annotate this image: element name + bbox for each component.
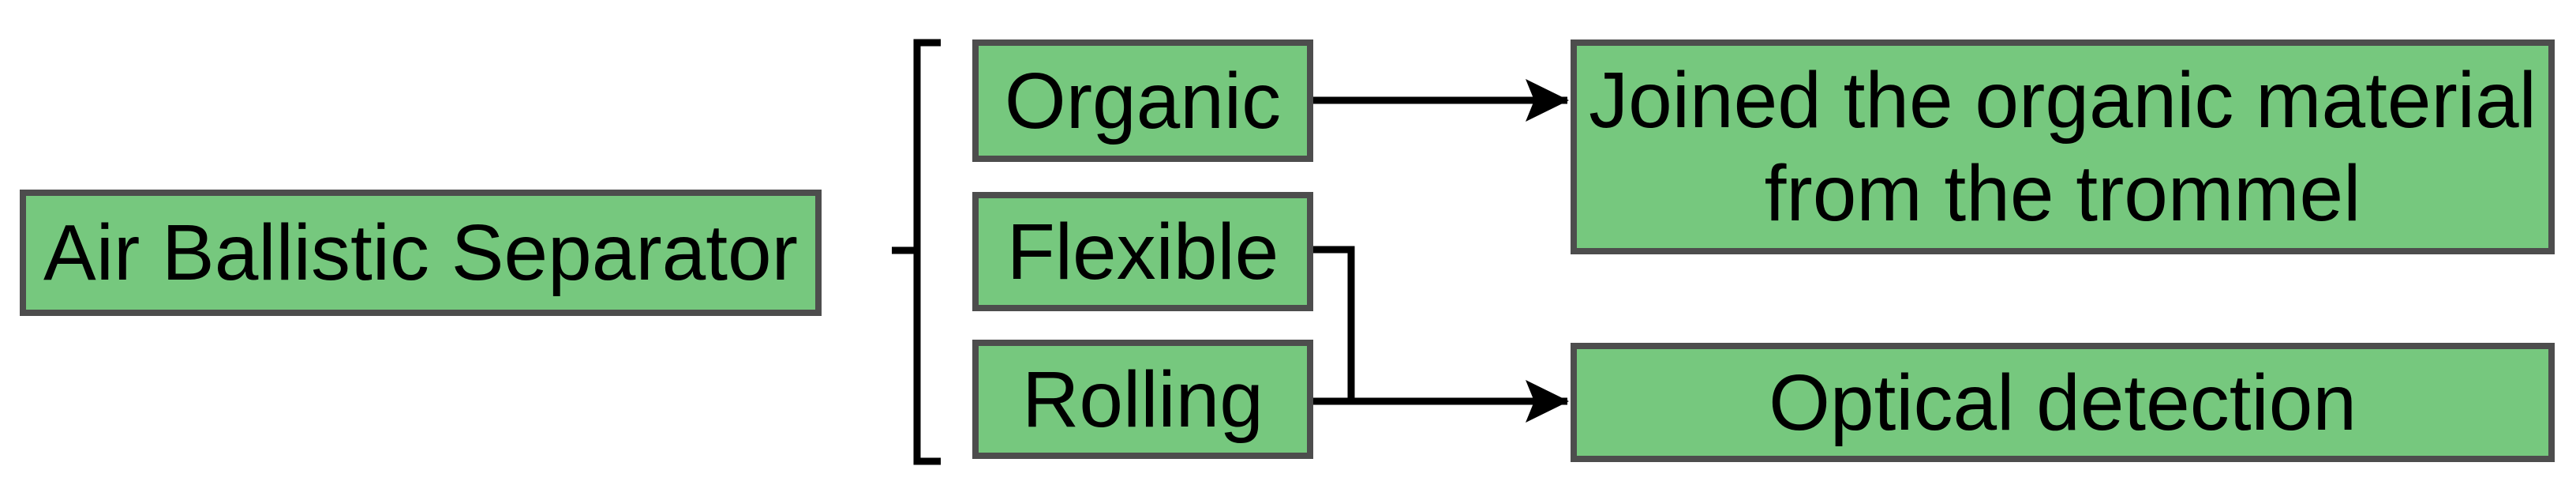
- node-flexible: Flexible: [972, 192, 1313, 311]
- node-optical-detection: Optical detection: [1571, 343, 2555, 462]
- node-label: Rolling: [1022, 355, 1264, 444]
- node-air-ballistic-separator: Air Ballistic Separator: [20, 190, 822, 316]
- node-rolling: Rolling: [972, 340, 1313, 459]
- node-label: Organic: [1004, 56, 1282, 145]
- node-joined-organic-material: Joined the organic material from the tro…: [1571, 39, 2555, 254]
- node-label: Air Ballistic Separator: [43, 209, 798, 297]
- node-label: Optical detection: [1769, 358, 2357, 447]
- connector-flexible-elbow: [1313, 246, 1355, 401]
- node-label: Joined the organic material from the tro…: [1589, 56, 2537, 238]
- node-label: Flexible: [1006, 207, 1279, 296]
- grouping-bracket: [892, 39, 941, 465]
- node-organic: Organic: [972, 39, 1313, 162]
